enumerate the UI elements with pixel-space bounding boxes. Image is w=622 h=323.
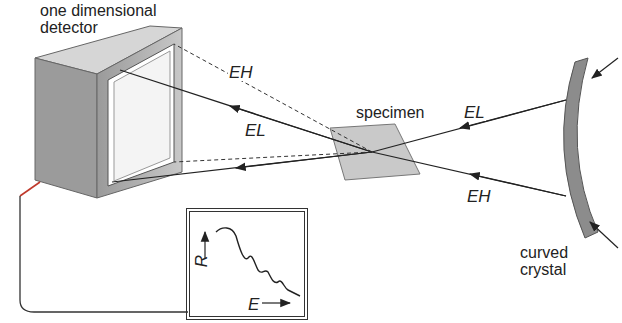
axis-label: R bbox=[193, 255, 211, 267]
wire bbox=[20, 182, 40, 196]
incoming-beam bbox=[590, 222, 618, 248]
detector bbox=[35, 26, 182, 198]
axis-arrow bbox=[262, 302, 290, 303]
dashed-line bbox=[174, 44, 372, 152]
dashed-line bbox=[174, 152, 372, 162]
display-frame: RE bbox=[186, 208, 308, 320]
beam-arrow bbox=[460, 100, 566, 128]
wire bbox=[20, 196, 188, 312]
reflected-high bbox=[120, 70, 372, 152]
beam-symbol: EL bbox=[244, 122, 267, 139]
specimen-plate bbox=[330, 124, 420, 180]
part-label: one dimensional detector bbox=[40, 2, 170, 36]
axis-label: E bbox=[248, 296, 259, 314]
beam-symbol: EL bbox=[463, 104, 486, 121]
part-label: curved crystal bbox=[520, 244, 610, 278]
incoming-beam bbox=[592, 58, 618, 78]
beam-symbol: EH bbox=[466, 188, 492, 205]
curved-crystal bbox=[564, 58, 598, 238]
part-label: specimen bbox=[356, 104, 424, 121]
beam-arrow bbox=[230, 106, 372, 152]
reflected-low bbox=[112, 152, 372, 182]
beam-symbol: EH bbox=[228, 64, 254, 81]
beam-arrow bbox=[236, 152, 372, 168]
spectrum-curve bbox=[216, 228, 300, 296]
axis-arrow bbox=[204, 232, 205, 258]
